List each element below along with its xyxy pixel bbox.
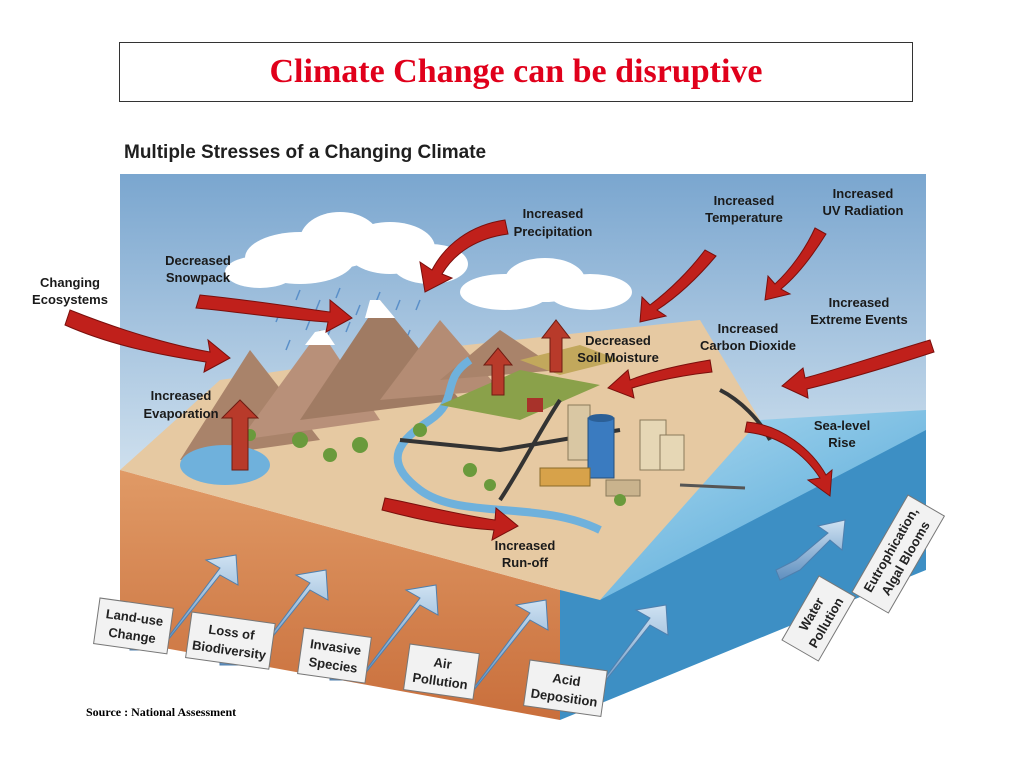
label-changing-ecosystems: Changing xyxy=(40,275,100,290)
label-increased-uv: Increased xyxy=(833,186,894,201)
arrow-extreme-events xyxy=(781,339,935,399)
label-increased-evaporation: Evaporation xyxy=(143,406,218,421)
label-increased-temperature: Temperature xyxy=(705,210,783,225)
lake xyxy=(180,445,270,485)
arrow-runoff xyxy=(381,497,519,541)
evaporation-arrows xyxy=(220,319,572,471)
diagram-heading: Multiple Stresses of a Changing Climate xyxy=(124,142,486,163)
label-runoff: Run-off xyxy=(502,555,549,570)
pier xyxy=(679,483,746,490)
source-citation: Source : National Assessment xyxy=(86,705,237,719)
river xyxy=(393,356,602,534)
stress-label-line: Air xyxy=(433,655,453,672)
label-runoff: Increased xyxy=(495,538,556,553)
stress-plate-land-use: Land-use Change xyxy=(93,597,174,655)
label-decreased-snowpack: Decreased xyxy=(165,253,231,268)
stress-label-line: Loss of xyxy=(208,622,257,643)
label-increased-extreme: Extreme Events xyxy=(810,312,908,327)
stress-plate-invasive: Invasive Species xyxy=(297,627,372,684)
stress-plate-air-pollution: Air Pollution xyxy=(403,643,480,700)
farm-field xyxy=(440,370,600,420)
stress-plate-water-pollution: Water Pollution xyxy=(781,575,857,662)
stress-label-line: Invasive xyxy=(309,636,362,658)
label-increased-temperature: Increased xyxy=(714,193,775,208)
barn xyxy=(527,398,543,412)
arrow-up-evaporation xyxy=(220,399,260,471)
stress-label-line: Species xyxy=(308,654,359,676)
stress-arrows xyxy=(64,219,935,541)
farm-field xyxy=(520,345,620,375)
callout-labels: Changing Ecosystems Decreased Snowpack I… xyxy=(32,186,908,570)
arrow-snowpack xyxy=(195,294,353,333)
arrow-co2 xyxy=(607,359,713,399)
stress-label-line: Acid xyxy=(552,670,582,689)
label-increased-precipitation: Increased xyxy=(523,206,584,221)
title-box: Climate Change can be disruptive xyxy=(119,42,913,102)
stress-plate-biodiversity: Loss of Biodiversity xyxy=(185,611,276,670)
arrow-precipitation xyxy=(419,219,509,293)
ocean-block xyxy=(560,410,926,720)
road xyxy=(498,398,562,502)
cloud-icon xyxy=(460,258,632,310)
arrow-up-soil xyxy=(540,319,572,373)
label-sea-level: Rise xyxy=(828,435,855,450)
label-increased-evaporation: Increased xyxy=(151,388,212,403)
arrow-changing-ecosystems xyxy=(64,309,231,373)
label-decreased-soil: Soil Moisture xyxy=(577,350,659,365)
stress-label-line: Change xyxy=(107,625,156,646)
arrow-sea-level xyxy=(744,421,833,497)
label-increased-co2: Carbon Dioxide xyxy=(700,338,796,353)
cloud-icon xyxy=(225,212,468,288)
label-increased-co2: Increased xyxy=(718,321,779,336)
label-increased-uv: UV Radiation xyxy=(823,203,904,218)
label-increased-extreme: Increased xyxy=(829,295,890,310)
label-changing-ecosystems: Ecosystems xyxy=(32,292,108,307)
slide-title: Climate Change can be disruptive xyxy=(269,53,763,90)
arrow-up-soil xyxy=(482,347,514,396)
label-sea-level: Sea-level xyxy=(814,418,870,433)
label-increased-precipitation: Precipitation xyxy=(514,224,593,239)
arrow-temperature xyxy=(639,249,717,323)
stress-plate-acid-deposition: Acid Deposition xyxy=(523,659,608,717)
label-decreased-snowpack: Snowpack xyxy=(166,270,231,285)
label-decreased-soil: Decreased xyxy=(585,333,651,348)
trees xyxy=(244,423,626,506)
city-buildings xyxy=(539,404,685,497)
arrow-uv xyxy=(764,227,827,301)
